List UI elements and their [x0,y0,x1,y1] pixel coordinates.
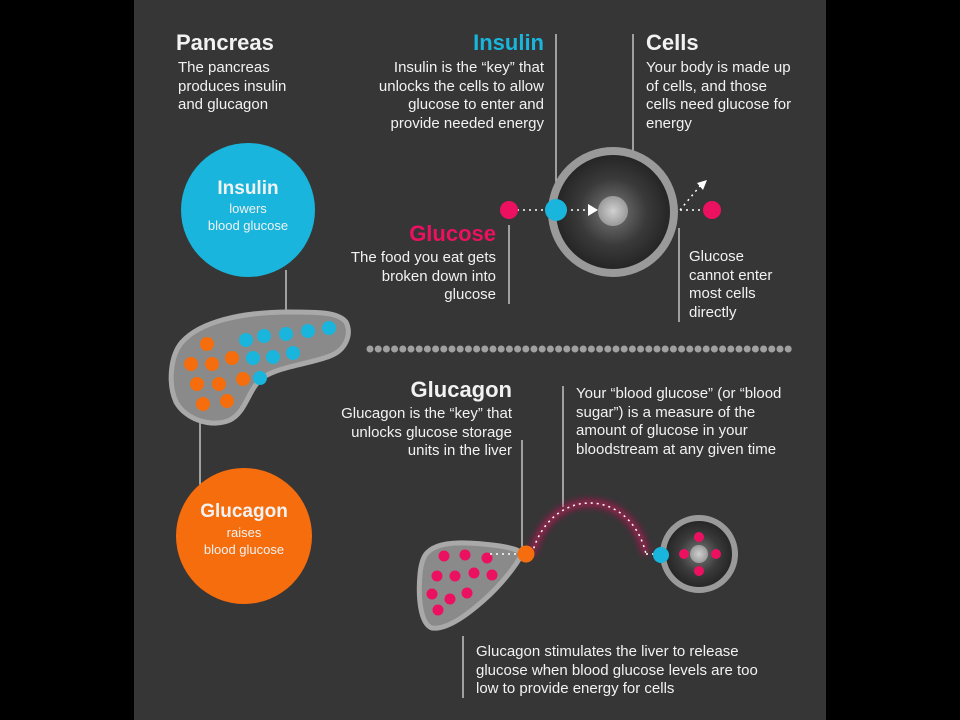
glucagon-title: Glucagon [410,377,512,402]
liver-description: Glucagon stimulates the liver to release… [476,643,758,697]
pancreas-illustration [168,309,351,426]
glucagon-badge-title: Glucagon [200,501,288,522]
insulin-badge [181,143,315,277]
cells-description: Your body is made up of cells, and those… [646,59,792,132]
insulin-badge-title: Insulin [217,178,279,199]
glucose-title: Glucose [409,221,496,246]
insulin-badge-line2: blood glucose [207,218,289,233]
glucagon-badge-text: Glucagon raises blood glucose [176,500,312,558]
glucagon-badge-line2: blood glucose [203,542,285,557]
insulin-badge-line1: lowers [229,201,267,216]
pancreas-title: Pancreas [176,30,274,55]
glucagon-badge-line1: raises [226,525,262,540]
insulin-description: Insulin is the “key” that unlocks the ce… [378,59,544,132]
insulin-title: Insulin [473,30,544,55]
leader-lines [199,34,680,698]
pancreas-description: The pancreas produces insulin and glucag… [178,59,287,113]
glucose-description: The food you eat gets broken down into g… [350,249,496,303]
cell-illustration [548,147,678,277]
glucagon-badge [176,468,312,604]
cells-title: Cells [646,30,699,55]
glucose-cannot-enter-description: Glucose cannot enter most cells directly [689,248,773,321]
glucose-entry-path [500,180,721,221]
glucagon-description: Glucagon is the “key” that unlocks gluco… [341,405,512,459]
insulin-badge-text: Insulin lowers blood glucose [181,178,315,234]
liver-illustration [416,540,525,631]
blood-glucose-description: Your “blood glucose” (or “blood sugar”) … [576,385,782,458]
small-cell-illustration [653,515,738,593]
